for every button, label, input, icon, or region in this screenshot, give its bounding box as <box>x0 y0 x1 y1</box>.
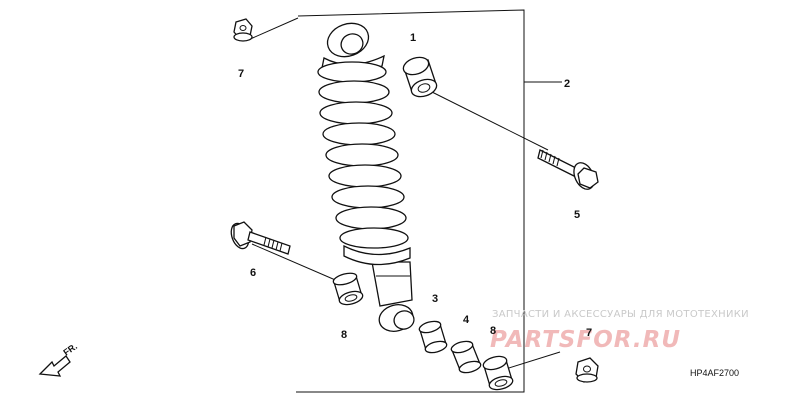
assembly-bracket <box>296 9 562 393</box>
flange-nut-bottom <box>575 357 599 383</box>
callout-part-8-right: 8 <box>490 325 496 337</box>
callout-part-3: 3 <box>432 293 438 305</box>
watermark-brand: PARTSFOR.RU <box>490 327 681 353</box>
watermark: ЗАПЧАСТИ И АКСЕССУАРЫ ДЛЯ МОТОТЕХНИКИ PA… <box>490 309 749 353</box>
coil-spring <box>317 61 411 266</box>
rear-shock-absorber <box>317 22 415 332</box>
flange-nut-top <box>233 18 253 42</box>
callout-part-5: 5 <box>574 209 580 221</box>
front-direction-indicator: FR. <box>38 341 79 377</box>
callout-part-4: 4 <box>463 314 470 326</box>
upper-collar <box>402 56 438 98</box>
lower-collar <box>418 320 448 354</box>
lower-mounting-bolt <box>230 221 291 255</box>
callout-part-7-top: 7 <box>238 68 244 80</box>
leader-lines <box>247 17 561 373</box>
bushing-sleeve <box>450 340 482 374</box>
callout-part-1: 1 <box>410 32 416 44</box>
callout-part-2: 2 <box>564 78 570 90</box>
callout-part-6: 6 <box>250 267 256 279</box>
upper-mounting-bolt <box>537 149 599 190</box>
diagram-code: HP4AF2700 <box>690 368 739 378</box>
front-direction-label: FR. <box>61 341 79 358</box>
callout-part-8-left: 8 <box>341 329 347 341</box>
arrow-icon <box>38 355 71 377</box>
dust-seal-right <box>482 355 514 391</box>
callout-part-7-bottom: 7 <box>586 327 592 339</box>
watermark-tagline: ЗАПЧАСТИ И АКСЕССУАРЫ ДЛЯ МОТОТЕХНИКИ <box>492 309 749 320</box>
callout-labels: 1 2 3 4 5 6 7 7 8 8 <box>238 32 592 341</box>
dust-seal-left <box>332 272 364 306</box>
